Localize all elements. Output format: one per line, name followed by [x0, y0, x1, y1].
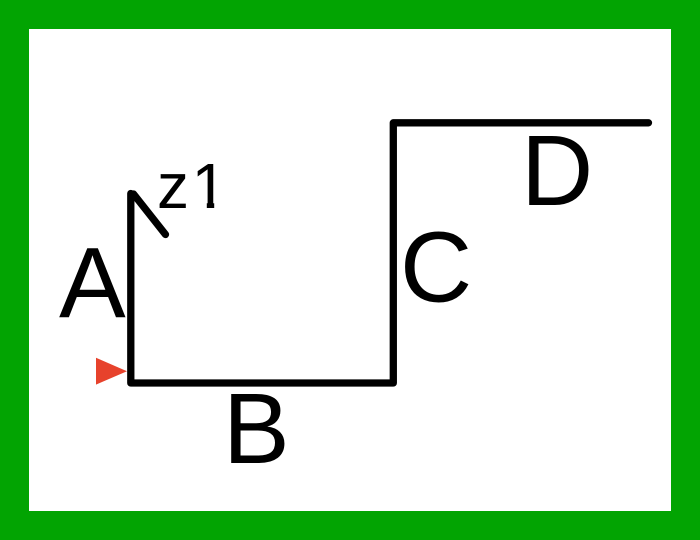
svg-text:B: B	[223, 373, 290, 485]
svg-text:1: 1	[192, 150, 228, 222]
svg-text:z: z	[157, 150, 189, 222]
svg-text:C: C	[400, 212, 472, 324]
svg-text:D: D	[521, 115, 593, 227]
svg-text:A: A	[59, 227, 126, 339]
